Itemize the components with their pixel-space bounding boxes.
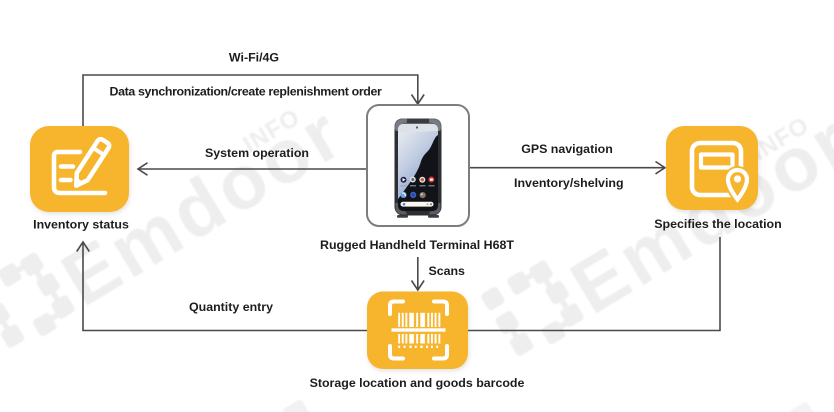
svg-text:GPS navigation: GPS navigation xyxy=(521,142,613,156)
svg-text:Wi-Fi/4G: Wi-Fi/4G xyxy=(229,50,279,64)
svg-text:System operation: System operation xyxy=(205,146,309,160)
svg-text:Data synchronization/create re: Data synchronization/create replenishmen… xyxy=(109,84,382,98)
svg-text:Inventory status: Inventory status xyxy=(33,217,129,231)
svg-text:Specifies the location: Specifies the location xyxy=(654,217,781,231)
svg-text:Inventory/shelving: Inventory/shelving xyxy=(514,176,623,190)
svg-text:Quantity entry: Quantity entry xyxy=(189,300,273,314)
svg-text:Storage location and goods bar: Storage location and goods barcode xyxy=(310,376,525,390)
svg-text:Scans: Scans xyxy=(428,264,465,278)
svg-text:Rugged Handheld Terminal H68T: Rugged Handheld Terminal H68T xyxy=(320,238,514,252)
